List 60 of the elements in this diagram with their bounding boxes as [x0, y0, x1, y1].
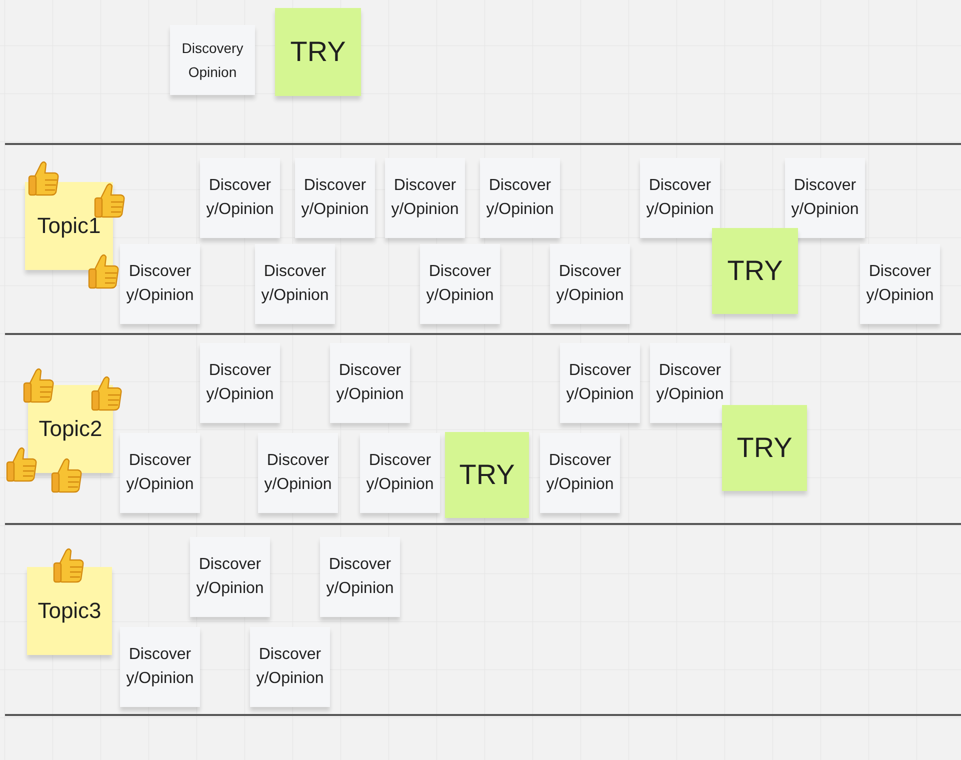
sticky-note	[295, 158, 375, 238]
note-text: Discovery/Opinion	[646, 176, 714, 220]
sticky-note	[120, 627, 200, 707]
sticky-note	[722, 405, 807, 491]
sticky-note	[200, 158, 280, 238]
note-text: Discovery/Opinion	[336, 361, 404, 405]
note-text: Discovery/Opinion	[866, 262, 934, 306]
sticky-note	[200, 343, 280, 423]
sticky-note	[420, 244, 500, 324]
note-text: Discovery/Opinion	[556, 262, 624, 306]
sticky-note	[712, 228, 798, 314]
sticky-note	[540, 433, 620, 513]
note-text: Discovery/Opinion	[301, 176, 369, 220]
note-text: Discovery/Opinion	[196, 555, 264, 599]
note-text: Discovery/Opinion	[391, 176, 459, 220]
sticky-note	[385, 158, 465, 238]
note-text: Discovery/Opinion	[126, 645, 194, 689]
sticky-note	[120, 244, 200, 324]
note-text: Discovery/Opinion	[486, 176, 554, 220]
sticky-note	[170, 25, 255, 95]
sticky-note	[330, 343, 410, 423]
note-text: TRY	[290, 36, 346, 68]
sticky-note	[560, 343, 640, 423]
sticky-note	[785, 158, 865, 238]
note-text: Discovery/Opinion	[126, 262, 194, 306]
sticky-note	[640, 158, 720, 238]
sticky-note	[250, 627, 330, 707]
note-text: Discovery/Opinion	[261, 262, 329, 306]
note-text: Discovery/Opinion	[656, 361, 724, 405]
note-text: Discovery/Opinion	[366, 451, 434, 495]
sticky-note	[320, 537, 400, 617]
note-text: Discovery/Opinion	[126, 451, 194, 495]
note-text: Discovery/Opinion	[326, 555, 394, 599]
sticky-note	[360, 433, 440, 513]
note-text: Discovery/Opinion	[264, 451, 332, 495]
sticky-note	[275, 8, 361, 96]
sticky-note	[480, 158, 560, 238]
note-text: TRY	[727, 255, 783, 287]
sticky-note	[860, 244, 940, 324]
sticky-note	[120, 433, 200, 513]
note-text: Discovery/Opinion	[791, 176, 859, 220]
topic-sticky-note	[27, 567, 112, 655]
sticky-note	[445, 432, 529, 518]
sticky-note	[255, 244, 335, 324]
note-text: Discovery/Opinion	[206, 176, 274, 220]
sticky-note	[650, 343, 730, 423]
note-text: Discovery/Opinion	[546, 451, 614, 495]
note-text: Discovery/Opinion	[566, 361, 634, 405]
note-text: Topic1	[37, 212, 101, 240]
note-text: Discovery Opinion	[180, 39, 244, 82]
note-text: Discovery/Opinion	[206, 361, 274, 405]
note-text: Discovery/Opinion	[256, 645, 324, 689]
note-text: Discovery/Opinion	[426, 262, 494, 306]
note-text: TRY	[459, 459, 515, 491]
note-text: TRY	[736, 432, 792, 464]
sticky-note	[550, 244, 630, 324]
sticky-note	[190, 537, 270, 617]
sticky-note	[258, 433, 338, 513]
note-text: Topic2	[38, 415, 102, 443]
note-text: Topic3	[38, 597, 102, 625]
